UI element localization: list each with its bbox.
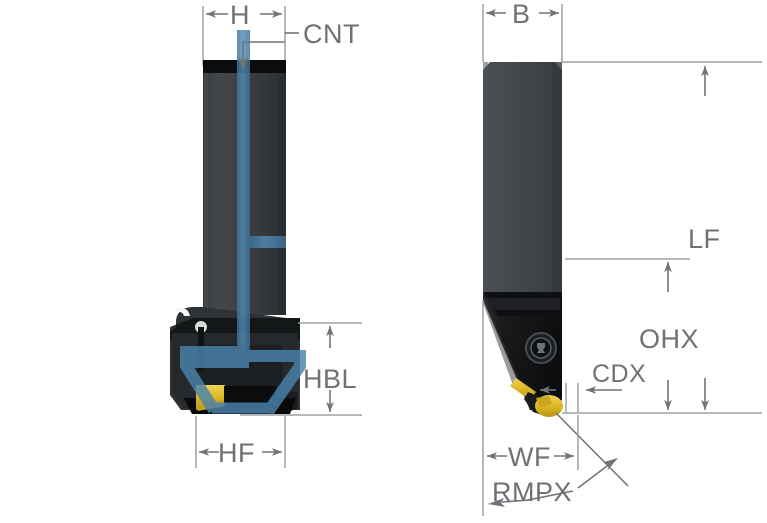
side-view-extension-lines: [482, 4, 563, 62]
side-insert-tip-shade: [536, 396, 552, 408]
coolant-right-diagonal: [263, 356, 306, 416]
side-view-tool-body: [483, 62, 563, 417]
dimension-wf: WF: [487, 415, 579, 472]
dim-label-hbl: HBL: [303, 364, 357, 394]
dimension-lf: LF: [562, 61, 762, 414]
side-neck-highlight: [486, 298, 560, 310]
dim-label-h: H: [230, 0, 250, 30]
coolant-main-vertical: [237, 30, 250, 360]
cnt-leader-path: [242, 41, 285, 62]
dim-label-wf: WF: [508, 442, 551, 472]
clamp-screw: [525, 332, 557, 364]
side-shank-shadow: [552, 62, 562, 292]
coolant-left-diagonal: [180, 356, 220, 414]
dim-label-ohx: OHX: [639, 324, 699, 354]
front-view-extension-lines: [202, 6, 286, 66]
side-shank-body: [483, 62, 562, 292]
side-head-edge-light: [483, 296, 520, 388]
dim-label-b: B: [512, 0, 531, 29]
coolant-branch-right: [250, 236, 286, 248]
shank-highlight: [204, 73, 208, 315]
rmpx-leader-arrow: [604, 458, 618, 471]
dim-label-rmpx: RMPX: [492, 477, 572, 507]
rmpx-bottom-arrow: [488, 498, 505, 507]
side-shank-highlight: [483, 62, 488, 292]
side-view-group: LF OHX B CDX: [482, 0, 762, 516]
dimension-h: H: [206, 0, 282, 30]
dimension-rmpx: RMPX: [482, 300, 629, 516]
dim-label-lf: LF: [688, 224, 721, 254]
coolant-channel-front: [180, 30, 306, 416]
dimension-b: B: [486, 0, 559, 29]
dimension-hbl: HBL: [240, 322, 362, 416]
coolant-right-arm: [243, 350, 306, 362]
coolant-left-arm: [180, 346, 249, 368]
dim-label-cnt: CNT: [303, 19, 360, 49]
dimension-hf: HF: [195, 416, 286, 468]
front-view-group: H CNT HBL H: [170, 0, 362, 468]
dimension-ohx: OHX: [565, 258, 699, 410]
screw-torx-socket: [537, 343, 545, 353]
dim-label-hf: HF: [218, 438, 255, 468]
cnt-arrow-head: [238, 57, 248, 70]
side-head-mass: [483, 292, 562, 412]
dimension-cnt: CNT: [238, 19, 360, 70]
shank-shadow: [278, 73, 286, 315]
insert-seat-shadow: [224, 386, 276, 404]
rmpx-leader: [577, 462, 612, 489]
rmpx-ramp-line: [555, 412, 629, 487]
dimension-cdx: CDX: [540, 360, 646, 412]
rmpx-label-leader: [527, 490, 574, 501]
dim-label-cdx: CDX: [592, 360, 646, 388]
rmpx-bottom-leader: [501, 499, 531, 503]
notch-detail: [176, 307, 190, 316]
